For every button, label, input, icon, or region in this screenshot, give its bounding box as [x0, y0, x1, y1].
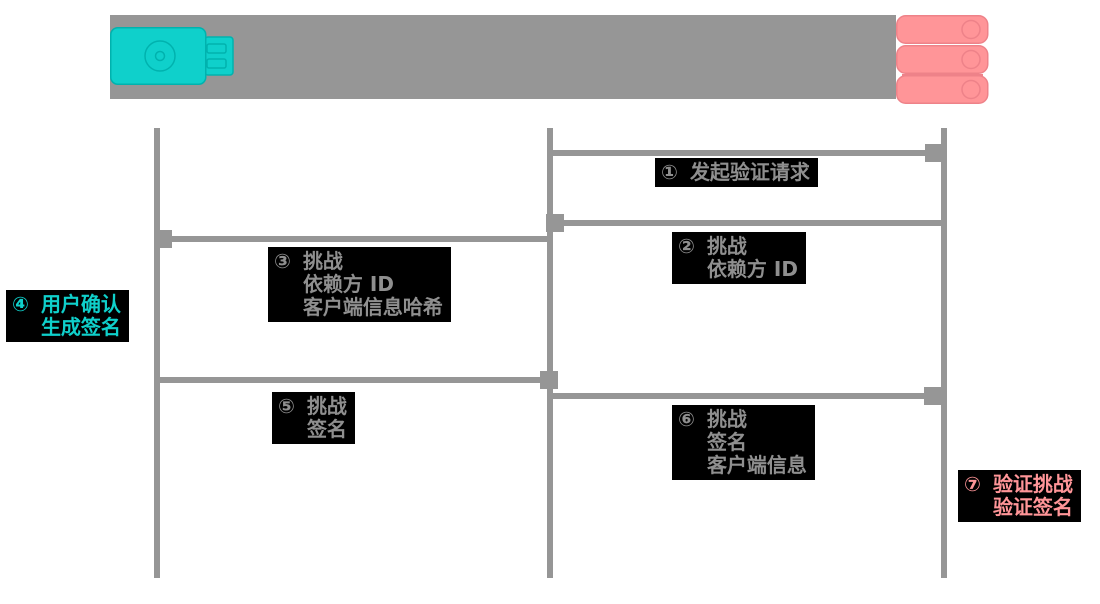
- message-label-3: ③ 挑战 依赖方 ID 客户端信息哈希: [268, 247, 451, 322]
- step-number-4: ④: [12, 292, 29, 316]
- lifeline-browser: [547, 128, 553, 578]
- note-text: 生成签名: [40, 315, 121, 339]
- step-number-7: ⑦: [964, 472, 981, 496]
- message-label-2: ② 挑战 依赖方 ID: [672, 232, 806, 284]
- message-text: 挑战: [302, 249, 343, 273]
- message-text: 挑战: [706, 407, 747, 431]
- note-text: 验证挑战: [992, 472, 1073, 496]
- message-text: 依赖方 ID: [302, 272, 394, 296]
- message-arrow-1-head: [925, 144, 943, 162]
- message-arrow-3-head: [154, 230, 172, 248]
- message-label-1: ① 发起验证请求: [655, 158, 818, 187]
- message-label-5: ⑤ 挑战 签名: [272, 392, 355, 444]
- message-arrow-5-line: [160, 377, 547, 383]
- step-number-3: ③: [274, 249, 291, 273]
- usb-security-key-icon: [110, 27, 235, 89]
- lifeline-authenticator: [154, 128, 160, 578]
- server-graphic: [896, 15, 989, 104]
- usb-security-key-graphic: [110, 27, 234, 85]
- message-arrow-3-line: [157, 236, 547, 242]
- header-bar: [110, 15, 896, 99]
- message-text: 客户端信息: [706, 453, 807, 477]
- note-label-4: ④ 用户确认 生成签名: [6, 290, 129, 342]
- server-icon: [896, 15, 989, 108]
- step-number-1: ①: [661, 160, 678, 184]
- message-arrow-2-head: [546, 214, 564, 232]
- message-label-6: ⑥ 挑战 签名 客户端信息: [672, 405, 815, 480]
- message-text: 客户端信息哈希: [302, 295, 443, 319]
- step-number-6: ⑥: [678, 407, 695, 431]
- message-arrow-6-head: [924, 387, 942, 405]
- message-arrow-5-head: [540, 371, 558, 389]
- message-text: 挑战: [306, 394, 347, 418]
- note-label-7: ⑦ 验证挑战 验证签名: [958, 470, 1081, 522]
- message-text: 签名: [306, 417, 347, 441]
- message-text: 依赖方 ID: [706, 257, 798, 281]
- message-arrow-1-line: [553, 150, 941, 156]
- message-arrow-2-line: [553, 220, 941, 226]
- message-text: 签名: [706, 430, 747, 454]
- note-text: 验证签名: [992, 495, 1073, 519]
- step-number-2: ②: [678, 234, 695, 258]
- message-arrow-6-line: [553, 393, 941, 399]
- step-number-5: ⑤: [278, 394, 295, 418]
- message-text: 挑战: [706, 234, 747, 258]
- lifeline-server: [941, 128, 947, 578]
- message-text: 发起验证请求: [689, 160, 810, 184]
- note-text: 用户确认: [40, 292, 121, 316]
